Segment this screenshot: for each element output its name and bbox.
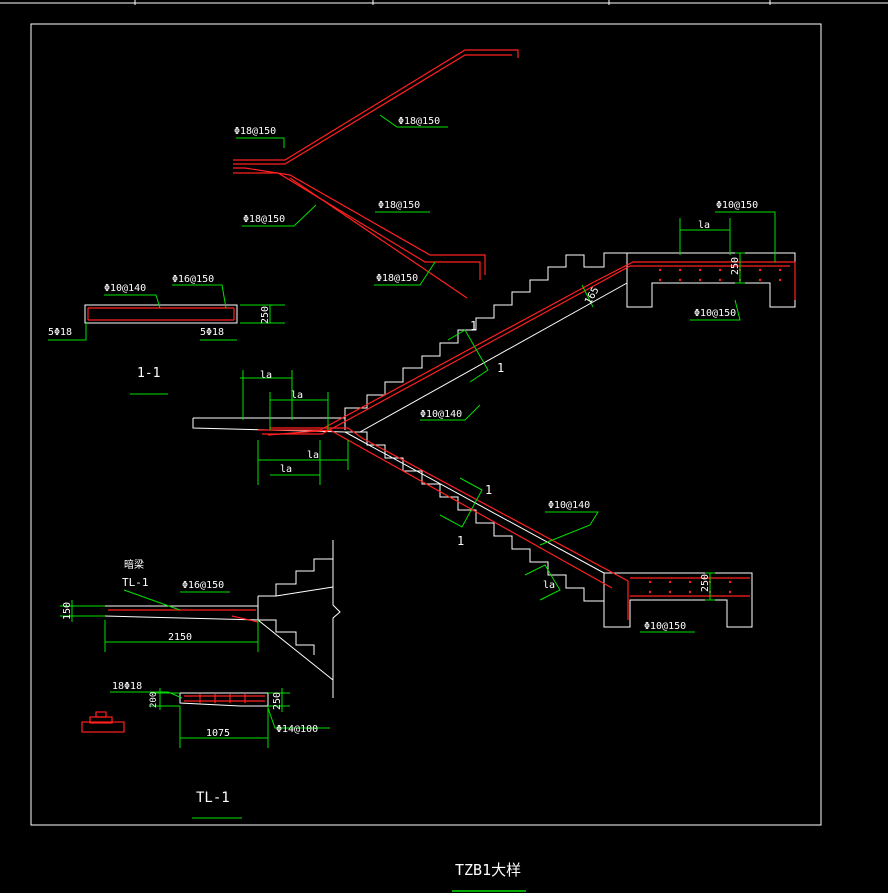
section-top-bar-label: Φ10@140 <box>104 283 146 294</box>
upper-flight-bar-label: Φ10@140 <box>420 409 462 420</box>
tl-section-main-bar: 18Φ18 <box>112 681 142 692</box>
top-bar-label-3: Φ18@150 <box>243 214 285 225</box>
sheet-title-block: TZB1大样 <box>452 861 526 892</box>
upper-right-top-label: Φ10@150 <box>716 200 758 211</box>
upper-section-mark-2: 1 <box>497 361 504 375</box>
tl-elevation-span: 2150 <box>168 632 192 643</box>
top-bar-label-2: Φ18@150 <box>398 116 440 127</box>
section-bottom-right-label: 5Φ18 <box>200 327 224 338</box>
tl-section-stirrup: Φ14@100 <box>276 724 318 735</box>
upper-right-depth-label: 250 <box>730 257 741 275</box>
la-label-4: la <box>280 464 292 475</box>
slope-dim-label: 165 <box>583 285 602 306</box>
lower-landing-depth-label: 250 <box>700 574 711 592</box>
tl-elevation-title-cn: 暗梁 <box>124 558 144 571</box>
tl-section-left-dim: 200 <box>149 692 159 708</box>
lower-flight-bar-label: Φ10@140 <box>548 500 590 511</box>
upper-section-mark-1: 1 <box>470 319 477 333</box>
top-rebar-detail: Φ18@150 Φ18@150 Φ18@150 Φ18@150 Φ18@150 <box>233 49 519 299</box>
section-1-1: Φ10@140 Φ16@150 5Φ18 5Φ18 250 1-1 <box>48 274 285 395</box>
section-bottom-left-label: 5Φ18 <box>48 327 72 338</box>
tl-elevation-height: 150 <box>62 602 73 620</box>
section-title: 1-1 <box>137 366 160 381</box>
la-label-1: la <box>260 370 272 381</box>
top-ruler <box>0 0 888 5</box>
lower-section-mark-2: 1 <box>457 534 464 548</box>
lower-anchor-la-label: la <box>543 580 555 591</box>
lower-section-mark-1: 1 <box>485 483 492 497</box>
section-depth-label: 250 <box>260 306 271 324</box>
top-bar-label-4: Φ18@150 <box>378 200 420 211</box>
sheet-title: TZB1大样 <box>455 861 521 879</box>
tl-section-width: 1075 <box>206 728 230 739</box>
tl-1-elevation: 暗梁 TL-1 Φ16@150 150 2150 <box>60 540 341 698</box>
la-label-2: la <box>291 390 303 401</box>
upper-anchor-la-label: la <box>698 220 710 231</box>
section-top-bar2-label: Φ16@150 <box>172 274 214 285</box>
sheet-frame <box>30 23 822 826</box>
tl-section-title: TL-1 <box>196 790 230 806</box>
top-bar-label-1: Φ18@150 <box>234 126 276 137</box>
tl-section-right-dim: 250 <box>272 692 283 710</box>
lower-landing-bar-label: Φ10@150 <box>644 621 686 632</box>
upper-right-bottom-label: Φ10@150 <box>694 308 736 319</box>
main-stair: Φ10@150 Φ10@150 250 la 165 1 1 Φ10@140 l… <box>192 200 796 633</box>
tl-1-section: 18Φ18 200 250 Φ14@100 1075 TL-1 <box>81 681 330 819</box>
la-label-3: la <box>307 450 319 461</box>
tl-elevation-beam-label: TL-1 <box>122 576 149 589</box>
tl-elevation-top-bar: Φ16@150 <box>182 580 224 591</box>
top-bar-label-5: Φ18@150 <box>376 273 418 284</box>
